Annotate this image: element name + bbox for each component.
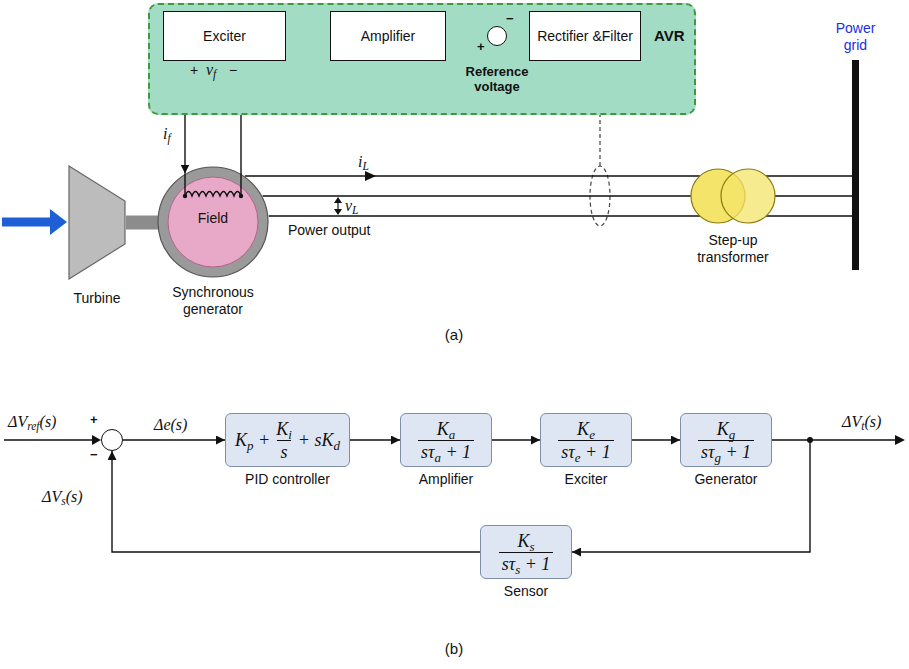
box-label: Amplifier	[361, 28, 415, 45]
text-label: −	[229, 62, 237, 79]
exciter-block: Kesτe + 1Exciter	[540, 413, 632, 467]
generator-block: Kgsτg + 1Generator	[680, 413, 772, 467]
block-caption: Amplifier	[419, 471, 473, 488]
numerator: Kg	[714, 419, 739, 440]
box-label: Rectifier &Filter	[537, 28, 633, 45]
numerator: Ks	[514, 531, 537, 552]
text-label: vf	[206, 61, 216, 78]
output-signal-line	[810, 439, 895, 440]
transformer-drawing	[690, 168, 776, 224]
voltage-arrowhead	[334, 197, 342, 203]
denominator: s	[277, 440, 290, 462]
denominator: sτe + 1	[558, 440, 613, 462]
sign-label: +	[90, 413, 98, 427]
region-title: AVR	[654, 27, 685, 44]
box-label: Exciter	[203, 28, 246, 45]
block-content: Kp +Kis+ sKd	[235, 419, 340, 462]
connector	[123, 439, 225, 440]
amplifier-block: Kasτa + 1Amplifier	[400, 413, 492, 467]
block-caption: Exciter	[565, 471, 608, 488]
edge-label: ΔVs(s)	[40, 488, 85, 505]
shape-caption: Turbine	[52, 290, 142, 307]
text-label: vL	[345, 197, 359, 214]
numerator: Ka	[434, 419, 459, 440]
text-label: (a)	[445, 326, 463, 343]
text-label: +	[190, 62, 198, 79]
connector	[766, 176, 852, 216]
gain-term: Kp +	[235, 432, 270, 449]
summing-junction: +−	[101, 429, 123, 451]
fraction: Kis	[273, 419, 295, 462]
fraction: Kgsτg + 1	[698, 419, 754, 462]
denominator: sτa + 1	[418, 440, 474, 462]
edge-label: Δe(s)	[152, 416, 189, 433]
text-label: ΔVt(s)	[842, 413, 881, 430]
gain-term: + sKd	[298, 432, 340, 449]
fraction: Kesτe + 1	[558, 419, 613, 462]
pid-controller-block: Kp +Kis+ sKdPID controller	[225, 413, 350, 467]
sensor-block: Kssτs + 1Sensor	[480, 525, 572, 579]
turbine-drawing	[68, 165, 126, 280]
block-content: Kgsτg + 1	[695, 419, 757, 462]
fraction: Kasτa + 1	[418, 419, 474, 462]
block-content: Kesτe + 1	[555, 419, 616, 462]
output-signal-arrowhead	[895, 435, 905, 445]
connector	[350, 439, 400, 440]
avr-region: AVRExciterAmplifier−+Rectifier &Filter	[148, 3, 696, 115]
connector	[632, 439, 680, 440]
block-caption: Generator	[694, 471, 757, 488]
summing-junction: −+	[487, 26, 507, 46]
input-signal-line	[4, 439, 92, 440]
denominator: sτg + 1	[698, 440, 754, 462]
connector	[126, 216, 158, 230]
text-label: iL	[358, 153, 369, 170]
step-up-transformer: Step-up transformer	[690, 168, 776, 224]
shape-caption: Step-up transformer	[683, 232, 783, 266]
shape-caption: Synchronous generator	[158, 284, 268, 318]
connector	[245, 176, 700, 216]
turbine: Turbine	[68, 165, 126, 280]
rectifier-filter-box: Rectifier &Filter	[529, 11, 641, 61]
voltage-arrowhead	[334, 209, 342, 215]
connector	[492, 439, 540, 440]
field-label: Field	[157, 210, 269, 227]
fraction: Kssτs + 1	[499, 531, 554, 574]
text-label: Reference voltage	[455, 64, 539, 94]
sign-label: −	[90, 448, 98, 462]
synchronous-generator: FieldSynchronous generator	[157, 166, 269, 278]
box-content: Amplifier	[361, 28, 415, 45]
sign-label: +	[477, 40, 485, 54]
block-caption: Sensor	[504, 583, 548, 600]
power-grid-bus: Power grid	[852, 60, 859, 270]
text-label: Power output	[288, 222, 371, 239]
block-content: Kasτa + 1	[415, 419, 477, 462]
box-content: Rectifier &Filter	[537, 28, 633, 45]
block-content: Kssτs + 1	[496, 531, 557, 574]
text-label: (b)	[445, 640, 463, 657]
voltage-arrow	[337, 202, 338, 210]
input-signal-arrowhead	[92, 435, 101, 445]
amplifier-box: Amplifier	[330, 11, 446, 61]
block-caption: PID controller	[245, 471, 330, 488]
numerator: Ke	[574, 419, 598, 440]
shape-caption: Power grid	[826, 20, 886, 54]
text-label: if	[163, 125, 171, 142]
sign-label: −	[506, 12, 514, 26]
exciter-box: Exciter	[163, 11, 286, 61]
box-content: Exciter	[203, 28, 246, 45]
denominator: sτs + 1	[499, 552, 554, 574]
input-power-arrow	[2, 218, 52, 227]
input-power-arrowhead	[50, 209, 67, 235]
text-label: ΔVref(s)	[8, 413, 56, 430]
numerator: Ki	[273, 419, 295, 440]
